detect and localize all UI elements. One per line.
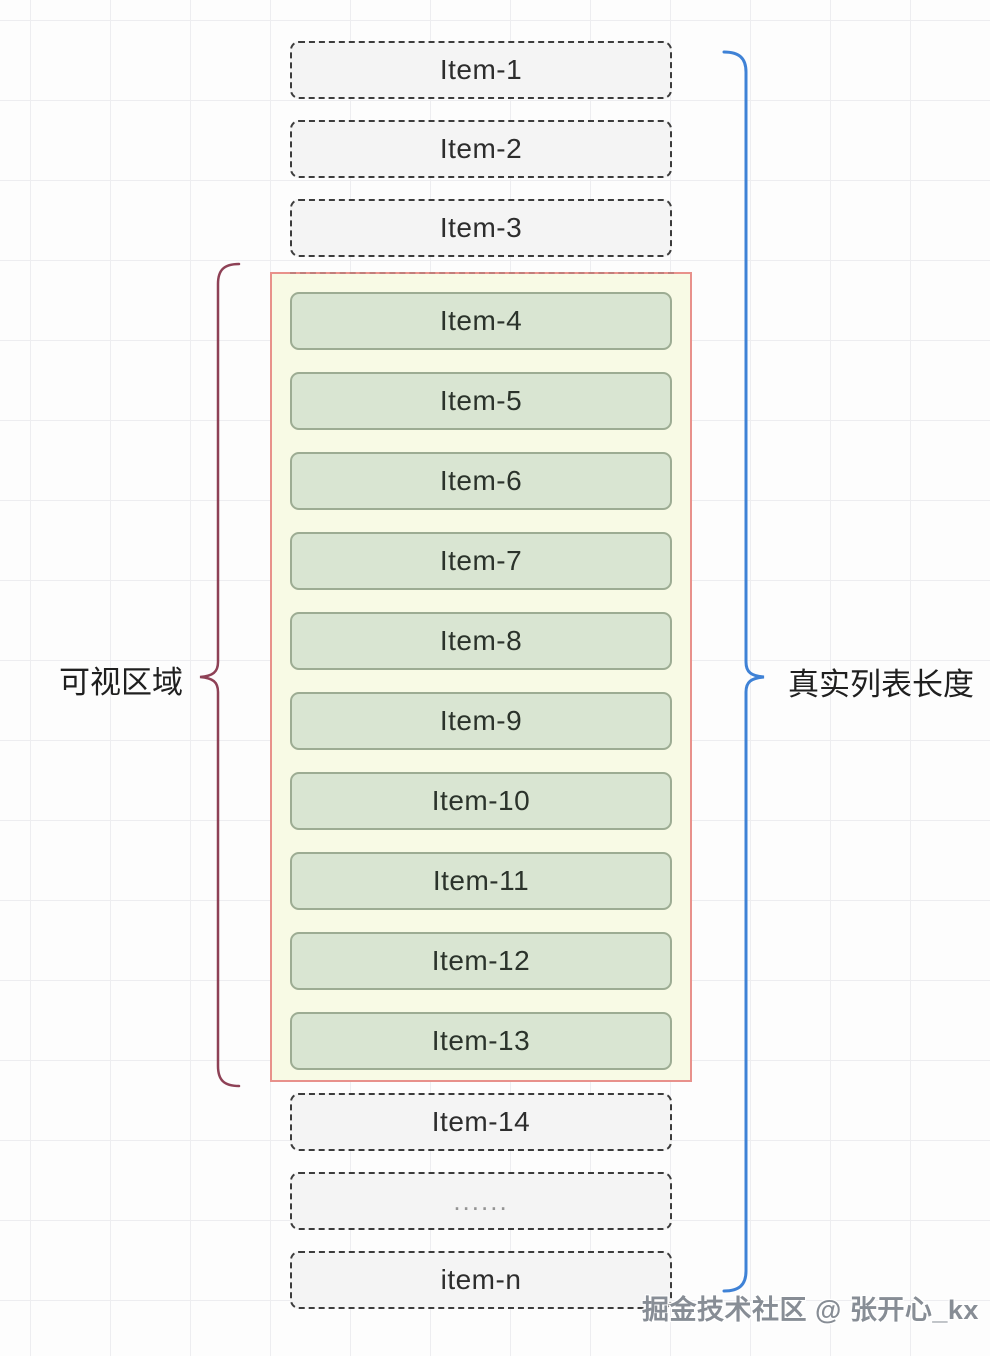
list-item-label: Item-10 xyxy=(431,785,531,816)
list-item-label: ...... xyxy=(453,1185,509,1216)
visible-list-item: Item-10 xyxy=(290,772,672,830)
list-item-label: Item-6 xyxy=(439,465,523,496)
full-list-brace xyxy=(722,50,765,1293)
visible-list-item: Item-8 xyxy=(290,612,672,670)
list-item: Item-2 xyxy=(290,120,672,178)
list-item: Item-1 xyxy=(290,41,672,99)
visible-list-item: Item-9 xyxy=(290,692,672,750)
visible-list-item: Item-13 xyxy=(290,1012,672,1070)
list-item-label: Item-4 xyxy=(439,305,523,336)
visible-list-item: Item-12 xyxy=(290,932,672,990)
list-item: ...... xyxy=(290,1172,672,1230)
list-item-label: Item-5 xyxy=(439,385,523,416)
list-items-above-viewport: Item-1 Item-2 Item-3 xyxy=(290,41,672,257)
visible-list-item: Item-5 xyxy=(290,372,672,430)
visible-list-item: Item-11 xyxy=(290,852,672,910)
list-item-label: Item-7 xyxy=(439,545,523,576)
list-item-label: Item-14 xyxy=(431,1106,531,1137)
list-item-label: Item-3 xyxy=(439,212,523,243)
full-list-length-label: 真实列表长度 xyxy=(788,667,974,702)
viewport-container: Item-4 Item-5 Item-6 Item-7 Item-8 Item-… xyxy=(270,272,692,1082)
visible-list-items: Item-4 Item-5 Item-6 Item-7 Item-8 Item-… xyxy=(290,292,672,1070)
list-item: Item-3 xyxy=(290,199,672,257)
visible-list-item: Item-6 xyxy=(290,452,672,510)
watermark: 掘金技术社区 @ 张开心_kx xyxy=(642,1295,979,1325)
list-item-label: item-n xyxy=(440,1264,522,1295)
list-item-label: Item-9 xyxy=(439,705,523,736)
list-item: Item-14 xyxy=(290,1093,672,1151)
visible-list-item: Item-7 xyxy=(290,532,672,590)
visible-list-item: Item-4 xyxy=(290,292,672,350)
visible-area-brace xyxy=(199,262,241,1088)
list-item: item-n xyxy=(290,1251,672,1309)
list-item-label: Item-12 xyxy=(431,945,531,976)
hidden-item-edge xyxy=(290,272,674,274)
list-items-below-viewport: Item-14 ...... item-n xyxy=(290,1093,672,1309)
list-item-label: Item-13 xyxy=(431,1025,531,1056)
list-item-label: Item-1 xyxy=(439,54,523,85)
list-item-label: Item-8 xyxy=(439,625,523,656)
list-item-label: Item-2 xyxy=(439,133,523,164)
list-item-label: Item-11 xyxy=(432,865,530,896)
visible-area-label: 可视区域 xyxy=(59,665,183,700)
